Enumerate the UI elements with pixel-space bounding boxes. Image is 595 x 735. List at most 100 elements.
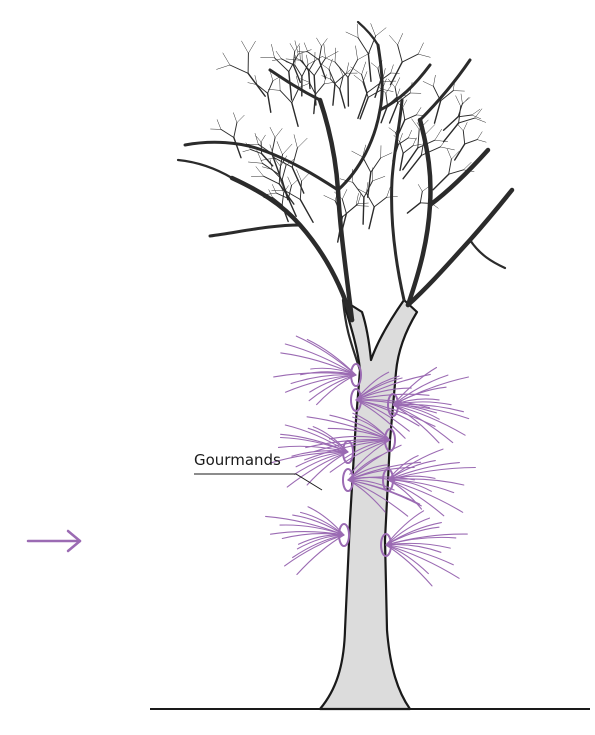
crown-twig [376, 28, 387, 36]
crown-twig [435, 140, 448, 142]
crown-twig [335, 73, 347, 83]
crown-twig [456, 96, 461, 107]
suckers-label: Gourmands [194, 451, 281, 469]
crown-twig [413, 144, 422, 145]
crown-twig [292, 88, 299, 103]
crown-twig [233, 113, 237, 123]
crown-twig [374, 197, 386, 207]
crown-twig [243, 150, 251, 152]
crown-twig [400, 133, 403, 141]
crown-twig [348, 60, 358, 78]
crown-twig [322, 39, 328, 47]
crown-twig [267, 193, 276, 194]
crown-twig [300, 181, 301, 199]
crown-twig [444, 123, 459, 142]
crown-twig [268, 81, 273, 93]
water-sprout [285, 535, 344, 566]
crown-twig [256, 167, 264, 177]
water-sprout [286, 375, 357, 392]
crown-twig [255, 133, 258, 144]
crown-branch [392, 100, 404, 300]
crown-twig [304, 43, 308, 52]
crown-twig [335, 48, 336, 62]
crown-twig [405, 115, 417, 120]
crown-twig [324, 195, 335, 200]
crown-twig [300, 60, 314, 75]
crown-twig [389, 128, 396, 133]
crown-twig [342, 190, 347, 200]
crown-twig [402, 54, 418, 62]
crown-twig [453, 91, 464, 92]
crown-twig [271, 44, 274, 58]
crown-twig [264, 176, 280, 184]
crown-twig [324, 82, 333, 84]
crown-twig [363, 198, 364, 225]
crown-twig [386, 86, 391, 93]
water-sprout [297, 535, 344, 575]
crown-twig [280, 90, 292, 102]
crown-twig [421, 147, 440, 156]
crown-twig [282, 193, 284, 205]
crown-twig [362, 75, 368, 93]
crown-twig [465, 140, 478, 144]
crown-twig [292, 103, 298, 127]
crown-twig [317, 38, 322, 46]
crown-twig [477, 140, 486, 143]
crown-twig [368, 54, 371, 81]
crown-twig [234, 138, 241, 158]
crown-twig [449, 159, 452, 174]
crown-twig [352, 151, 363, 157]
crown-twig [433, 75, 435, 86]
crown-branch [210, 225, 300, 236]
crown-twig [418, 184, 422, 191]
crown-twig [463, 131, 464, 144]
crown-twig [387, 187, 391, 197]
crown-twig [292, 167, 304, 193]
crown-twig [403, 146, 413, 154]
crown-twig [459, 118, 475, 123]
crown-twig [388, 79, 395, 87]
crown-twig [223, 53, 230, 65]
crown-twig [432, 204, 439, 209]
water-sprout [386, 523, 441, 545]
crown-twig [288, 177, 292, 186]
crown-twig [289, 72, 292, 100]
crown-twig [302, 172, 311, 181]
crown-twig [422, 187, 429, 192]
crown-twig [217, 65, 230, 69]
crown-twig [324, 44, 326, 58]
crown-branch [178, 160, 232, 178]
crown-twig [433, 174, 449, 190]
crown-twig [458, 115, 472, 117]
tree-trunk [320, 300, 417, 709]
crown-twig [389, 35, 397, 45]
crown-twig [447, 149, 451, 159]
crown-twig [457, 124, 463, 131]
crown-twig [391, 65, 394, 73]
crown-twig [435, 129, 442, 140]
crown-twig [463, 122, 467, 130]
crown-twig [461, 94, 462, 104]
crown-twig [294, 135, 297, 148]
crown-twig [390, 103, 398, 124]
crown-twig [363, 72, 367, 83]
crown-twig [221, 129, 234, 137]
crown-twig [472, 109, 480, 115]
crown-twig [418, 43, 423, 54]
crown-twig [358, 38, 368, 54]
crown-twig [248, 162, 262, 163]
crown-twig [308, 52, 319, 60]
crown-twig [217, 120, 221, 130]
crown-twigs [211, 24, 487, 243]
crown-twig [369, 207, 374, 229]
crown-twig [290, 44, 295, 52]
crown-twig [362, 62, 366, 75]
crown-twig [398, 33, 403, 45]
crown-twig [373, 176, 385, 181]
crown-branch [470, 240, 505, 268]
crown-twig [342, 199, 346, 214]
crown-twig [277, 142, 283, 155]
crown-twig [407, 203, 420, 213]
crown-twig [316, 84, 325, 94]
